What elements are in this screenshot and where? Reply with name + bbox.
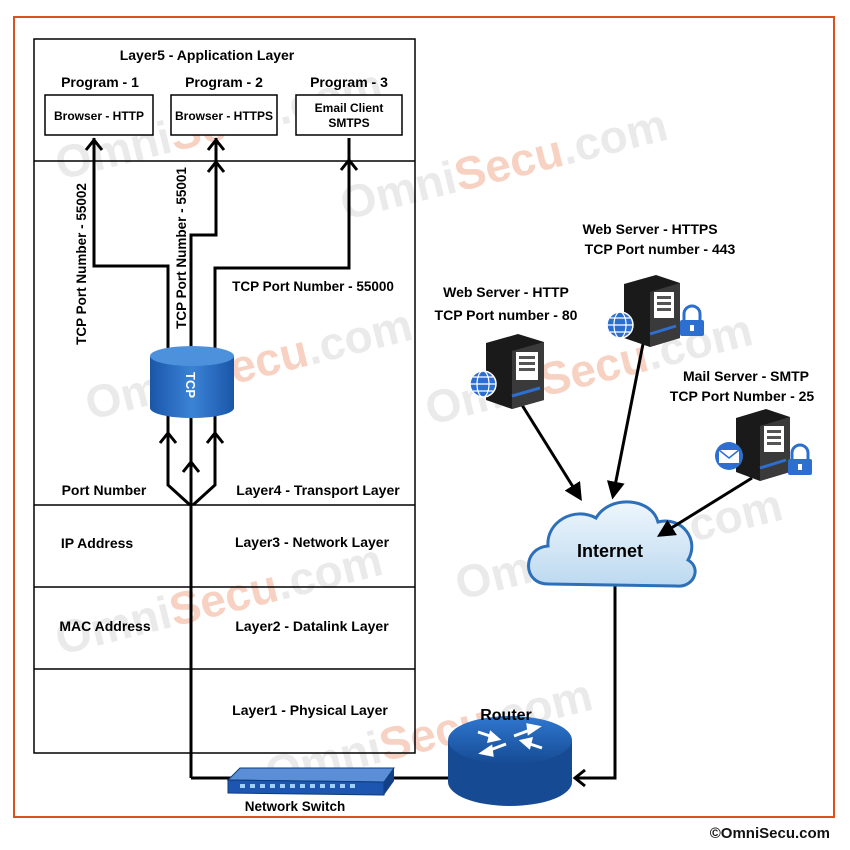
port-paths — [92, 138, 351, 778]
lock-icon — [788, 443, 812, 475]
program-3-box — [295, 94, 403, 136]
tcp-cylinder: TCP — [150, 346, 234, 418]
layer4-label: Layer4 - Transport Layer — [236, 482, 400, 498]
program-1-title: Program - 1 — [61, 74, 139, 90]
port-55001-label: TCP Port Number - 55001 — [174, 167, 189, 329]
router-arrowhead — [572, 768, 586, 788]
internet-label: Internet — [577, 541, 643, 561]
port-arrowheads — [84, 137, 359, 473]
program-1-box — [44, 94, 154, 136]
watermark: OmniSecu.com OmniSecu.com OmniSecu.com O… — [50, 58, 788, 799]
tcp-label: TCP — [183, 372, 198, 398]
program-2-box — [170, 94, 278, 136]
program-3-app-line2: SMTPS — [328, 116, 369, 130]
program-3-title: Program - 3 — [310, 74, 388, 90]
globe-icon — [469, 370, 497, 398]
program-1-app: Browser - HTTP — [54, 109, 144, 123]
program-boxes — [44, 94, 403, 136]
globe-icon — [606, 311, 634, 339]
program-2-title: Program - 2 — [185, 74, 263, 90]
layer2-label: Layer2 - Datalink Layer — [235, 618, 389, 634]
envelope-icon — [715, 442, 743, 470]
port-55002-label: TCP Port Number - 55002 — [74, 183, 89, 345]
port-55000-label: TCP Port Number - 55000 — [232, 279, 394, 294]
mac-address-label: MAC Address — [59, 618, 150, 634]
https-server-icon — [624, 275, 680, 347]
mail-server-icon — [736, 409, 790, 481]
router-label: Router — [480, 707, 532, 724]
svg-text:OmniSecu.com: OmniSecu.com — [80, 298, 418, 429]
port-number-label: Port Number — [62, 482, 147, 498]
server-links — [520, 343, 753, 537]
network-switch-icon — [226, 767, 395, 796]
switch-label: Network Switch — [245, 799, 346, 814]
mail-server-port: TCP Port Number - 25 — [670, 388, 815, 404]
http-server-icon — [486, 334, 544, 409]
program-2-app: Browser - HTTPS — [175, 109, 273, 123]
https-server-name: Web Server - HTTPS — [582, 221, 717, 237]
layer5-label: Layer5 - Application Layer — [120, 47, 295, 63]
http-server-name: Web Server - HTTP — [443, 284, 569, 300]
svg-text:OmniSecu.com: OmniSecu.com — [50, 533, 388, 664]
mail-server-name: Mail Server - SMTP — [683, 368, 809, 384]
ip-address-label: IP Address — [61, 535, 134, 551]
internet-cloud-icon — [527, 500, 697, 588]
layer3-label: Layer3 - Network Layer — [235, 534, 390, 550]
https-server-port: TCP Port number - 443 — [585, 241, 736, 257]
layer1-label: Layer1 - Physical Layer — [232, 702, 388, 718]
router-icon — [448, 716, 572, 806]
diagram-frame — [13, 16, 835, 818]
copyright-label: ©OmniSecu.com — [709, 825, 830, 842]
osi-stack — [33, 38, 416, 754]
lock-icon — [680, 304, 704, 336]
program-3-app-line1: Email Client — [315, 101, 384, 115]
http-server-port: TCP Port number - 80 — [435, 307, 578, 323]
